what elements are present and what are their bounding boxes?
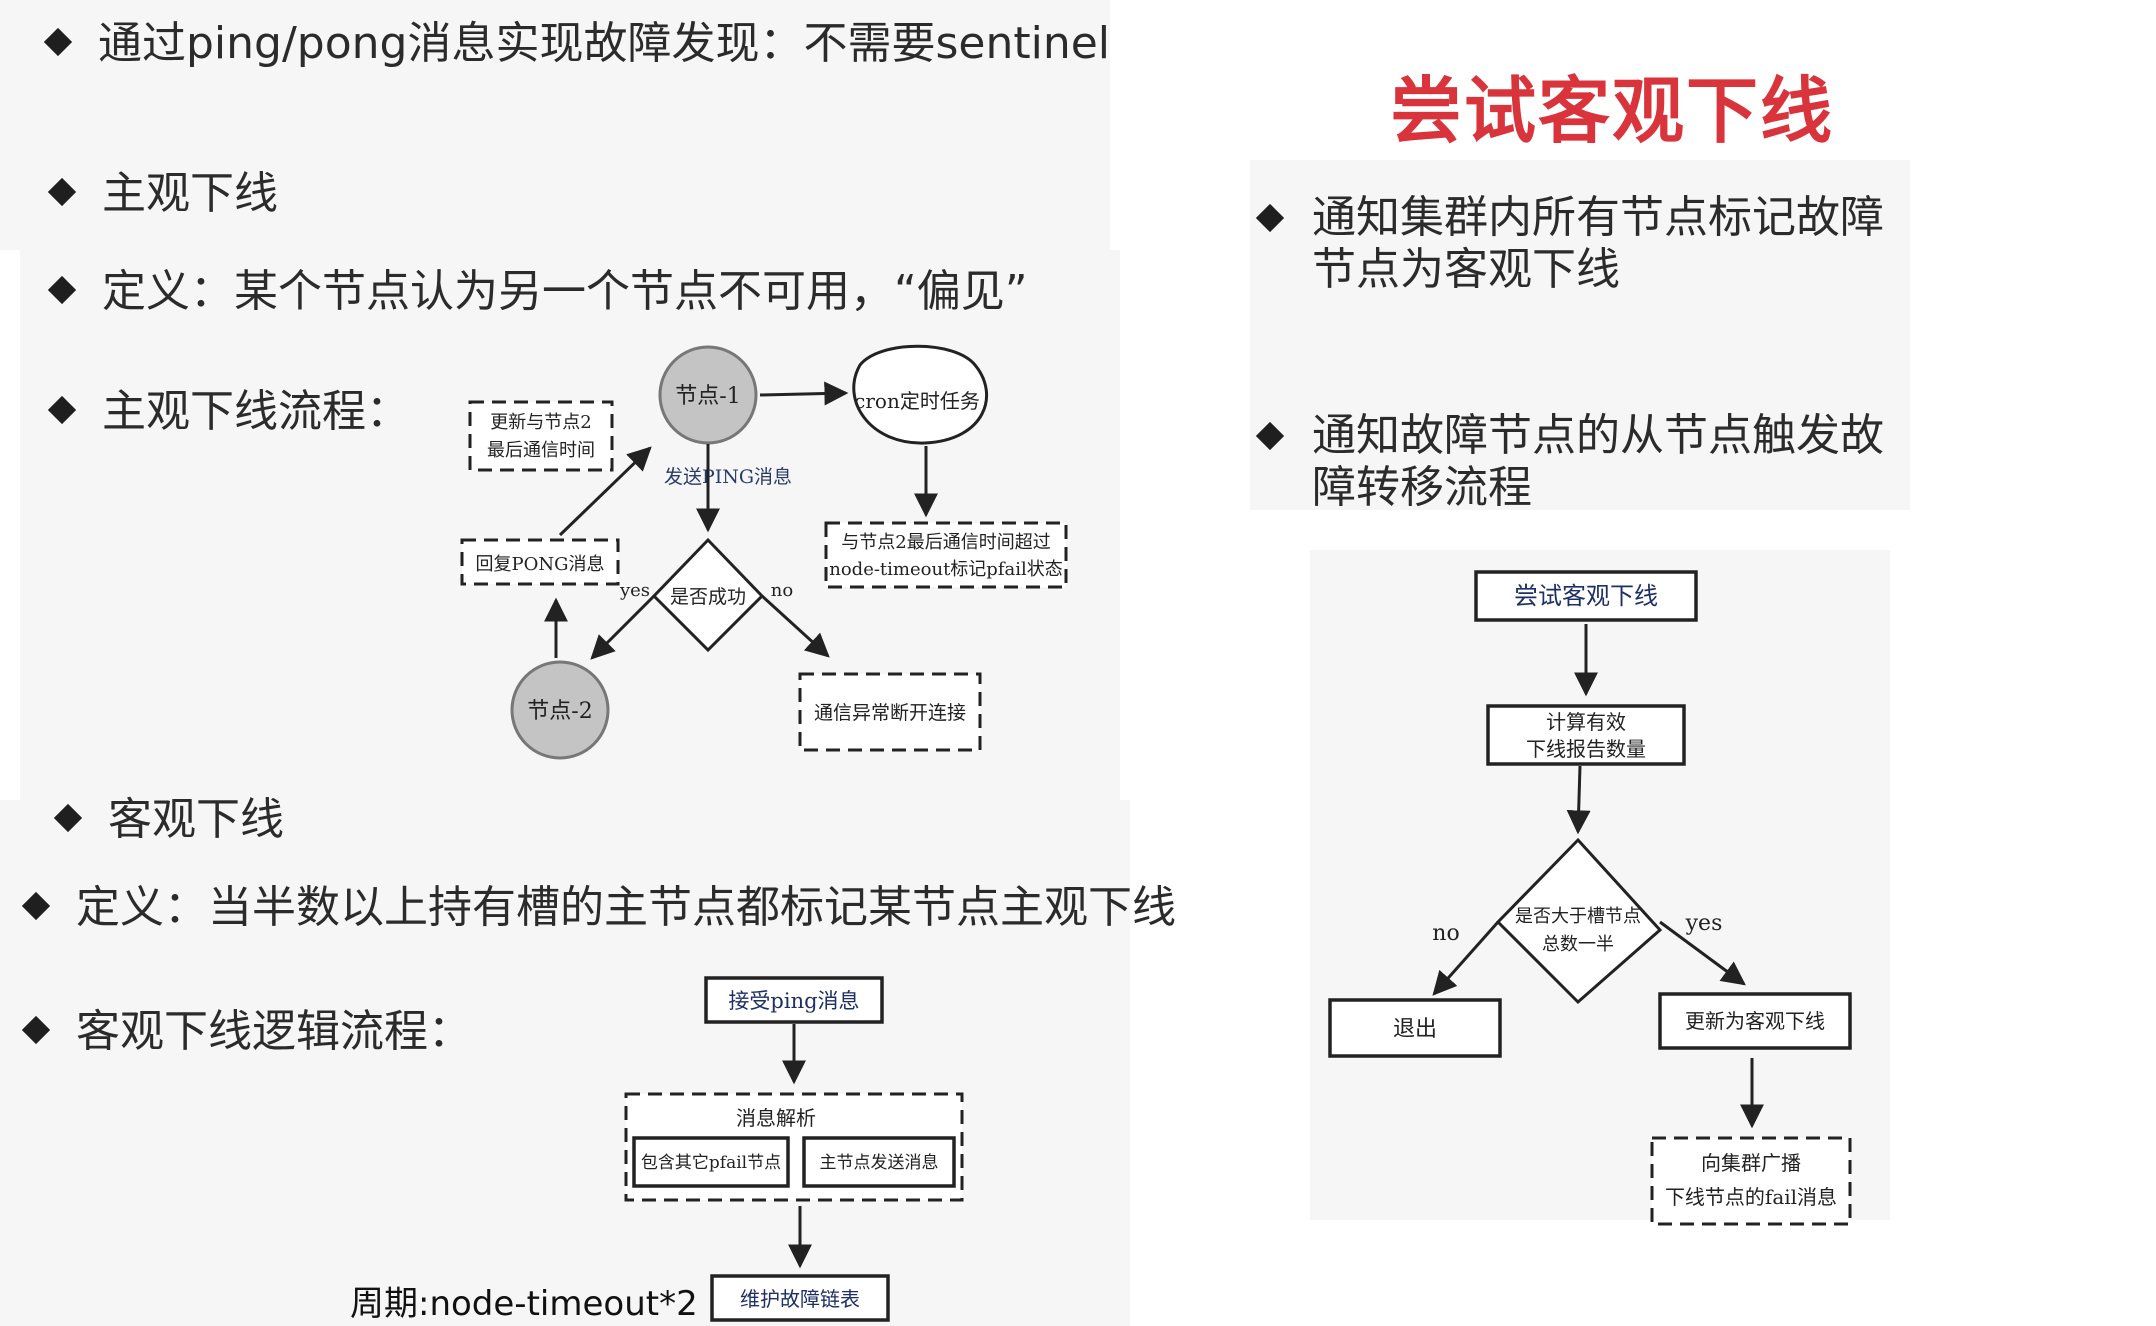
timeout-label-2: node-timeout标记pfail状态: [829, 559, 1063, 580]
arrow-pong-update: [558, 446, 652, 537]
timeout-box: [824, 521, 1068, 589]
success-decision: [651, 537, 765, 653]
bullet-text: 通知故障节点的从节点触发故障转移流程: [1312, 410, 1884, 513]
bullet-text: 通过ping/pong消息实现故障发现：不需要sentinel: [98, 18, 1110, 69]
cron-label: cron定时任务: [854, 389, 980, 413]
success-label: 是否成功: [670, 586, 746, 608]
arrow-node1-cron: [759, 381, 849, 406]
no-label-1: no: [771, 580, 793, 601]
bullet-text: 定义：当半数以上持有槽的主节点都标记某节点主观下线: [76, 882, 1176, 933]
right-panel: [1250, 160, 1910, 510]
majority-decision: [1495, 837, 1663, 1005]
parse-label: 消息解析: [736, 1106, 816, 1130]
broadcast-box: [1650, 1136, 1852, 1226]
disconnect-box: [798, 672, 982, 752]
no-label-2: no: [1432, 921, 1459, 946]
update-objective-box: [1658, 992, 1852, 1050]
calc-label-2: 下线报告数量: [1526, 737, 1646, 761]
accept-ping-box: [704, 976, 884, 1024]
try-box: [1474, 570, 1698, 622]
bullet-text: 客观下线逻辑流程：: [76, 1006, 472, 1057]
yes-label-2: yes: [1685, 911, 1723, 936]
bullet-fault-discovery: 通过ping/pong消息实现故障发现：不需要sentinel: [43, 18, 1110, 70]
left-top-panel: [0, 0, 1110, 250]
exit-box: [1328, 998, 1502, 1058]
exit-label: 退出: [1393, 1017, 1437, 1042]
try-label: 尝试客观下线: [1514, 582, 1658, 610]
decide-label-1: 是否大于槽节点: [1515, 906, 1641, 927]
bullet-definition-objective: 定义：当半数以上持有槽的主节点都标记某节点主观下线: [21, 882, 1176, 934]
right-title: 尝试客观下线: [1390, 69, 1835, 153]
bullet-text: 通知集群内所有节点标记故障节点为客观下线: [1312, 192, 1884, 295]
arrow-no-exit: [1432, 921, 1500, 996]
bullet-notify-cluster: 通知集群内所有节点标记故障节点为客观下线: [1255, 192, 1912, 296]
timeout-label-1: 与节点2最后通信时间超过: [841, 532, 1050, 553]
arrow-no-disconnect: [760, 594, 830, 658]
yes-label-1: yes: [619, 580, 650, 601]
node-1-label: 节点-1: [675, 384, 740, 409]
node-2-circle: [510, 660, 610, 760]
arrow-yes-node2: [590, 594, 656, 660]
bullet-text: 定义：某个节点认为另一个节点不可用，“偏见”: [102, 266, 1028, 317]
bullet-objective-offline: 客观下线: [53, 794, 284, 846]
maintain-label: 维护故障链表: [740, 1287, 860, 1311]
arrow-yes-update: [1659, 920, 1746, 986]
update-box: [468, 400, 614, 472]
reply-pong-box: [460, 538, 620, 586]
bullet-definition-subjective: 定义：某个节点认为另一个节点不可用，“偏见”: [47, 266, 1028, 318]
bullet-notify-slave: 通知故障节点的从节点触发故障转移流程: [1255, 410, 1912, 514]
broadcast-label-1: 向集群广播: [1701, 1151, 1801, 1175]
bullet-subjective-offline: 主观下线: [47, 168, 278, 220]
update-objective-label: 更新为客观下线: [1685, 1009, 1825, 1033]
master-msg-label: 主节点发送消息: [820, 1153, 939, 1173]
maintain-box: [710, 1274, 890, 1322]
cron-bubble: [852, 344, 989, 445]
contains-pfail-box: [632, 1136, 790, 1188]
arrow-calc-decide: [1566, 765, 1591, 835]
period-label: 周期:node-timeout*2: [350, 1284, 698, 1324]
left-bottom-panel: [0, 800, 1130, 1326]
bullet-objective-flow: 客观下线逻辑流程：: [21, 1006, 472, 1058]
accept-ping-label: 接受ping消息: [728, 989, 859, 1013]
bullet-text: 主观下线流程：: [102, 386, 410, 437]
disconnect-label: 通信异常断开连接: [814, 702, 966, 724]
master-msg-box: [802, 1136, 956, 1188]
bullet-text: 客观下线: [108, 794, 284, 845]
calc-label-1: 计算有效: [1546, 710, 1626, 734]
contains-pfail-label: 包含其它pfail节点: [641, 1153, 781, 1173]
node-2-label: 节点-2: [527, 699, 592, 724]
bullet-text: 主观下线: [102, 168, 278, 219]
decide-label-2: 总数一半: [1542, 934, 1614, 955]
node-1-circle: [658, 345, 758, 445]
send-ping-label: 发送PING消息: [664, 466, 792, 488]
calc-box: [1486, 704, 1686, 766]
update-label-1: 更新与节点2: [490, 412, 591, 433]
update-label-2: 最后通信时间: [487, 440, 595, 461]
reply-pong-label: 回复PONG消息: [476, 554, 605, 575]
broadcast-label-2: 下线节点的fail消息: [1665, 1185, 1837, 1209]
bullet-subjective-flow: 主观下线流程：: [47, 386, 410, 438]
